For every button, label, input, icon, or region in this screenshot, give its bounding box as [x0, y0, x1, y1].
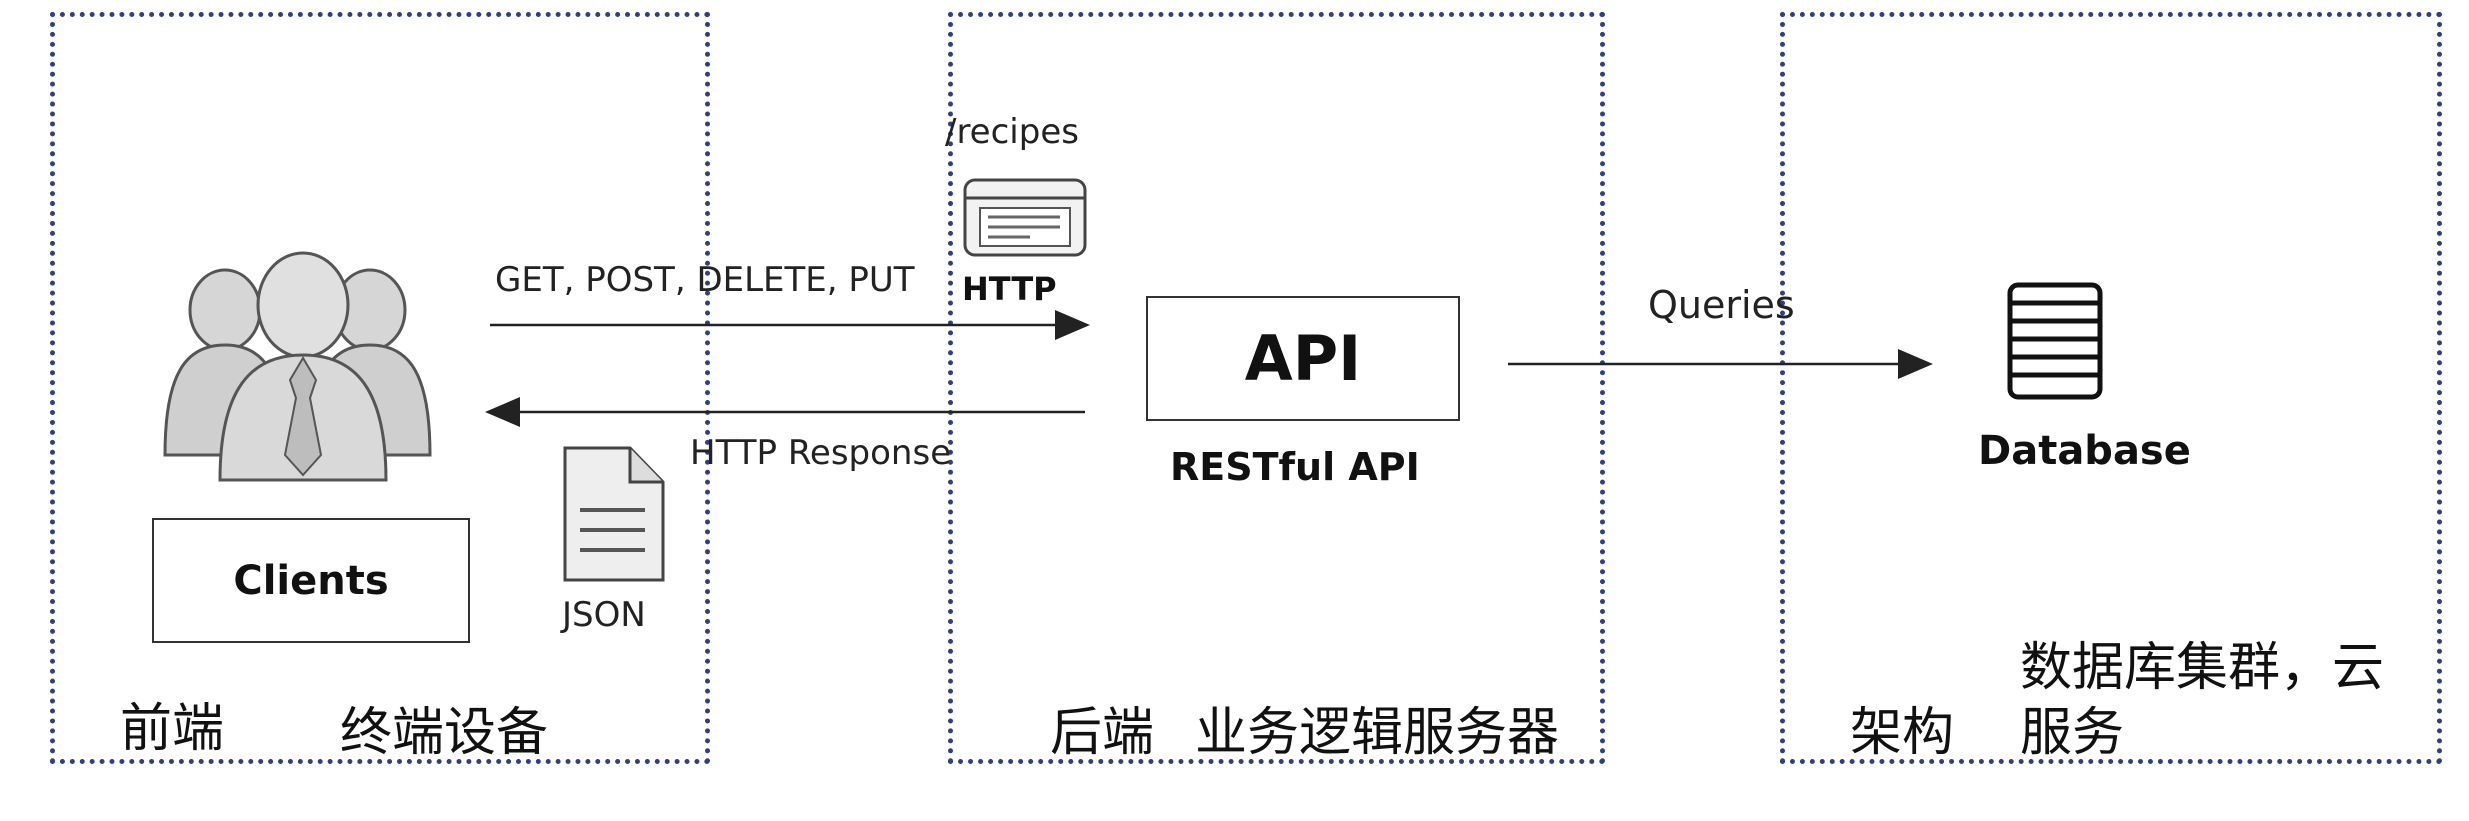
http-card-icon — [963, 178, 1087, 257]
clients-label: Clients — [233, 557, 389, 604]
request-methods: GET, POST, DELETE, PUT — [495, 260, 915, 300]
api-box: API — [1146, 296, 1460, 421]
api-caption: RESTful API — [1170, 445, 1420, 489]
json-document-icon — [563, 446, 665, 582]
queries-label: Queries — [1648, 283, 1795, 327]
architecture-label-b-line1: 数据库集群，云 — [2020, 638, 2385, 698]
frontend-region — [50, 12, 710, 764]
database-icon — [2007, 282, 2103, 400]
architecture-label-b-line2: 服务 — [2020, 703, 2125, 763]
backend-label-a: 后端 — [1050, 703, 1155, 763]
backend-label-b: 业务逻辑服务器 — [1195, 703, 1560, 763]
clients-box: Clients — [152, 518, 470, 643]
response-label: HTTP Response — [690, 433, 952, 473]
frontend-label-b: 终端设备 — [340, 703, 549, 763]
api-label: API — [1244, 322, 1362, 395]
response-format: JSON — [562, 595, 646, 635]
request-protocol: HTTP — [962, 270, 1057, 308]
architecture-label-a: 架构 — [1850, 703, 1955, 763]
request-path: /recipes — [945, 112, 1079, 152]
architecture-region — [1780, 12, 2442, 764]
frontend-label-a: 前端 — [120, 699, 225, 759]
backend-region — [948, 12, 1605, 764]
users-icon — [163, 251, 432, 482]
database-label: Database — [1978, 428, 2191, 474]
